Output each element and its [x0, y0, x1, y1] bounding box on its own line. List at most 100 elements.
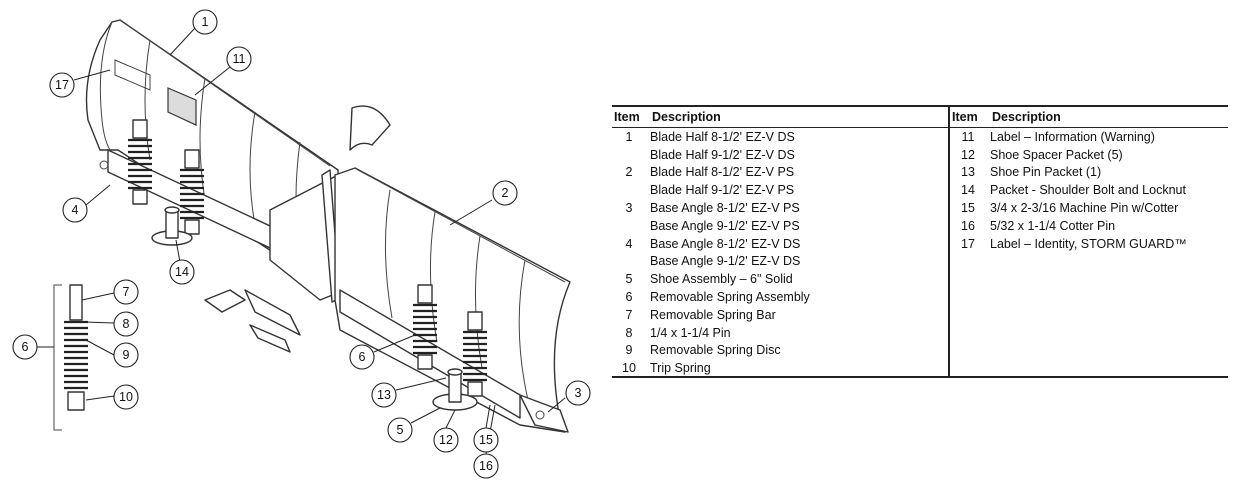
spring-assembly-detail — [53, 284, 88, 431]
row-item-number: 7 — [625, 307, 633, 322]
header-item: Item — [952, 110, 978, 124]
table-row: 12 Shoe Spacer Packet (5) — [950, 146, 1228, 164]
svg-text:9: 9 — [123, 348, 130, 362]
row-description: Blade Half 8-1/2' EZ-V DS — [650, 129, 795, 144]
callout-8: 8 — [113, 311, 139, 337]
exploded-parts-diagram: 1 2 3 4 5 6 6 7 8 9 10 11 12 13 14 15 16… — [12, 9, 591, 479]
callout-9: 9 — [113, 342, 139, 368]
table-row: 15 3/4 x 2-3/16 Machine Pin w/Cotter — [950, 199, 1228, 217]
row-description: 3/4 x 2-3/16 Machine Pin w/Cotter — [990, 201, 1179, 216]
callout-7: 7 — [113, 279, 139, 305]
table-row: 17 Label – Identity, STORM GUARD™ — [950, 235, 1228, 253]
row-description: Base Angle 9-1/2' EZ-V PS — [650, 218, 800, 233]
callout-16: 16 — [473, 453, 499, 479]
row-description: Blade Half 9-1/2' EZ-V PS — [650, 183, 795, 198]
svg-text:12: 12 — [439, 433, 453, 447]
row-description: Shoe Pin Packet (1) — [990, 165, 1102, 180]
callout-15: 15 — [473, 427, 499, 453]
row-description: Packet - Shoulder Bolt and Locknut — [990, 183, 1186, 198]
callout-6-left: 6 — [12, 334, 38, 360]
svg-text:7: 7 — [123, 285, 130, 299]
table-header: Item Description — [950, 107, 1228, 128]
svg-text:6: 6 — [359, 350, 366, 364]
table-row: 8 1/4 x 1-1/4 Pin — [612, 324, 948, 342]
svg-text:15: 15 — [479, 433, 493, 447]
row-description: Label – Identity, STORM GUARD™ — [990, 236, 1187, 251]
callout-14: 14 — [169, 259, 195, 285]
callout-12: 12 — [433, 427, 459, 453]
right-trip-springs — [413, 284, 487, 397]
svg-text:3: 3 — [575, 386, 582, 400]
table-row: 1 Blade Half 8-1/2' EZ-V DS — [612, 128, 948, 146]
svg-text:4: 4 — [72, 203, 79, 217]
svg-text:1: 1 — [202, 15, 209, 29]
table-row: 4 Base Angle 8-1/2' EZ-V DS — [612, 235, 948, 253]
table-row: Base Angle 9-1/2' EZ-V DS — [612, 253, 948, 271]
row-item-number: 4 — [625, 236, 633, 251]
callout-2: 2 — [492, 180, 518, 206]
row-item-number: 17 — [961, 236, 975, 251]
row-item-number: 9 — [625, 343, 633, 358]
row-item-number: 2 — [625, 165, 633, 180]
left-shoe — [151, 206, 193, 246]
callout-17: 17 — [49, 72, 75, 98]
table-row: 14 Packet - Shoulder Bolt and Locknut — [950, 181, 1228, 199]
svg-text:2: 2 — [502, 186, 509, 200]
svg-text:10: 10 — [119, 390, 133, 404]
row-item-number: 12 — [961, 147, 975, 162]
svg-text:17: 17 — [55, 78, 69, 92]
right-shoe — [432, 368, 478, 411]
row-item-number: 13 — [961, 165, 975, 180]
row-description: Removable Spring Assembly — [650, 290, 810, 305]
table-row: Blade Half 9-1/2' EZ-V DS — [612, 146, 948, 164]
row-item-number: 14 — [961, 183, 975, 198]
row-item-number: 8 — [625, 325, 633, 340]
row-item-number: 15 — [961, 201, 975, 216]
svg-text:11: 11 — [233, 52, 246, 66]
row-description: Shoe Spacer Packet (5) — [990, 147, 1123, 162]
row-item-number: 1 — [625, 129, 633, 144]
row-description: 1/4 x 1-1/4 Pin — [650, 325, 731, 340]
row-description: Blade Half 8-1/2' EZ-V PS — [650, 165, 795, 180]
header-description: Description — [652, 110, 721, 124]
row-description: Shoe Assembly – 6" Solid — [650, 272, 793, 287]
table-row: Base Angle 9-1/2' EZ-V PS — [612, 217, 948, 235]
callout-11: 11 — [226, 46, 252, 72]
svg-text:13: 13 — [377, 388, 391, 402]
row-description: Base Angle 9-1/2' EZ-V DS — [650, 254, 801, 269]
svg-text:16: 16 — [479, 459, 493, 473]
table-row: 2 Blade Half 8-1/2' EZ-V PS — [612, 164, 948, 182]
table-row: Blade Half 9-1/2' EZ-V PS — [612, 181, 948, 199]
callout-1: 1 — [192, 9, 218, 35]
table-row: 10 Trip Spring — [612, 359, 948, 377]
row-item-number: 10 — [622, 361, 636, 376]
row-item-number: 3 — [625, 201, 633, 216]
left-trip-springs — [128, 119, 204, 235]
table-row: 5 Shoe Assembly – 6" Solid — [612, 270, 948, 288]
row-description: Trip Spring — [650, 361, 711, 376]
row-item-number: 5 — [625, 272, 633, 287]
row-description: Label – Information (Warning) — [990, 129, 1155, 144]
table-header: Item Description — [612, 107, 948, 128]
header-item: Item — [614, 110, 640, 124]
svg-text:14: 14 — [175, 265, 189, 279]
row-description: Base Angle 8-1/2' EZ-V DS — [650, 236, 801, 251]
table-row: 3 Base Angle 8-1/2' EZ-V PS — [612, 199, 948, 217]
row-description: Base Angle 8-1/2' EZ-V PS — [650, 201, 800, 216]
callout-3: 3 — [565, 380, 591, 406]
row-description: 5/32 x 1-1/4 Cotter Pin — [990, 218, 1116, 233]
callout-5: 5 — [387, 417, 413, 443]
row-description: Blade Half 9-1/2' EZ-V DS — [650, 147, 795, 162]
svg-text:5: 5 — [397, 423, 404, 437]
callout-10: 10 — [113, 384, 139, 410]
callout-4: 4 — [62, 197, 88, 223]
callout-6-right: 6 — [349, 344, 375, 370]
